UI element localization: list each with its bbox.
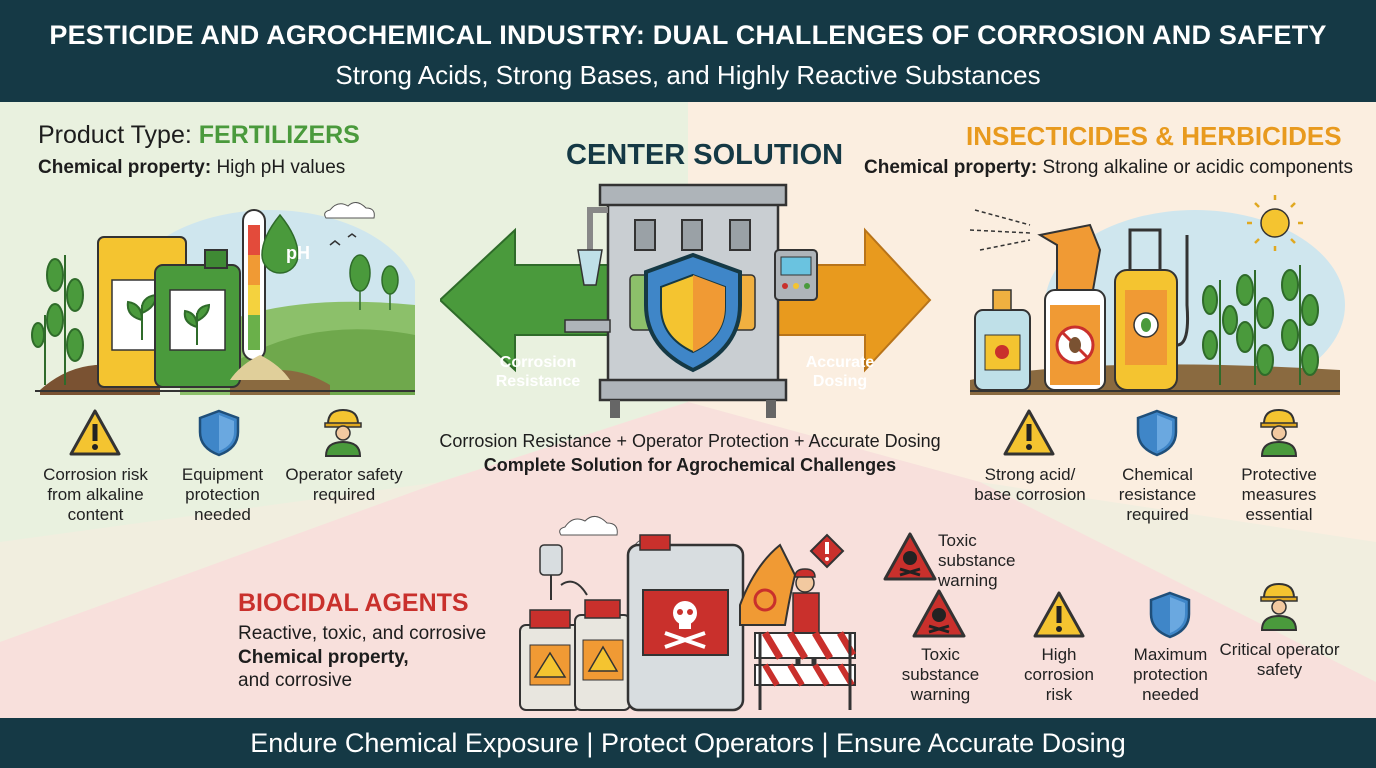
point-line: content [67, 505, 124, 524]
point-line: protection [185, 485, 260, 504]
center-summary-bold: Complete Solution for Agrochemical Chall… [483, 455, 897, 475]
point-line: protection [1133, 665, 1208, 684]
arrow-line: Accurate [805, 354, 875, 371]
fert-point-2: Equipment protection needed [155, 465, 290, 525]
toxic-icon [912, 589, 966, 638]
insect-point-3: Protective measures essential [1220, 465, 1338, 525]
point-line: substance [901, 665, 980, 684]
fertilizers-property: Chemical property: High pH values [38, 157, 345, 179]
insecticides-title: INSECTICIDES & HERBICIDES [966, 121, 1342, 151]
point-line: corrosion [1024, 665, 1094, 684]
point-line: Corrosion risk [43, 465, 148, 484]
accurate-dosing-arrow-label: Accurate Dosing [790, 353, 890, 391]
center-summary-line: Corrosion Resistance + Operator Protecti… [439, 431, 941, 451]
property-value: Strong alkaline or acidic components [1042, 157, 1353, 178]
point-line: from alkaline [47, 485, 144, 504]
page-title: PESTICIDE AND AGROCHEMICAL INDUSTRY: DUA… [49, 20, 1327, 50]
fert-point-3: Operator safety required [280, 465, 408, 505]
footer-text: Endure Chemical Exposure | Protect Opera… [250, 728, 1126, 758]
property-label: Chemical property: [38, 157, 212, 178]
insect-point-2: Chemical resistance required [1095, 465, 1220, 525]
worker-icon [324, 408, 362, 457]
product-type-label: Product Type: [38, 121, 192, 149]
warning-icon [69, 409, 121, 456]
arrow-line: Corrosion [499, 354, 577, 371]
ph-label: pH [286, 243, 310, 263]
point-line: needed [1142, 685, 1199, 704]
biocidal-line-1: Reactive, toxic, and corrosive [238, 623, 487, 644]
point-line: Strong acid/ [984, 465, 1076, 484]
footer-banner: Endure Chemical Exposure | Protect Opera… [0, 718, 1376, 768]
corrosion-resistance-arrow-label: Corrosion Resistance [478, 353, 598, 391]
bio-point-3: High corrosion risk [1010, 645, 1108, 705]
point-line: Protective [1241, 465, 1317, 484]
page-subtitle: Strong Acids, Strong Bases, and Highly R… [335, 60, 1041, 90]
toxic-icon [883, 532, 937, 581]
point-line: essential [1245, 505, 1313, 524]
worker-icon [1260, 582, 1298, 631]
warning-icon [1003, 409, 1055, 456]
point-line: Critical operator [1219, 640, 1340, 659]
point-line: Toxic [921, 645, 960, 664]
point-line: Chemical [1122, 465, 1193, 484]
point-line: warning [938, 571, 998, 590]
bio-point-2: Toxic substance warning [888, 645, 993, 705]
biocidal-title: BIOCIDAL AGENTS [238, 589, 469, 617]
biocide-illustration [519, 516, 857, 712]
warning-icon [1033, 591, 1085, 638]
fertilizers-title: FERTILIZERS [198, 121, 360, 149]
point-line: needed [194, 505, 251, 524]
point-line: High [1041, 645, 1077, 664]
bio-point-5: Critical operator safety [1212, 640, 1347, 680]
insect-point-1: Strong acid/ base corrosion [960, 465, 1100, 505]
fertilizers-heading: Product Type: FERTILIZERS [38, 121, 360, 150]
property-value: High pH values [216, 157, 346, 178]
dosing-machine-illustration [440, 183, 932, 418]
point-line: substance [938, 551, 1016, 570]
point-line: Equipment [181, 465, 264, 484]
point-line: Operator safety [285, 465, 403, 484]
worker-icon [1260, 408, 1298, 457]
insecticides-property: Chemical property: Strong alkaline or ac… [864, 157, 1353, 179]
property-label: Chemical property: [864, 157, 1038, 178]
fert-point-1: Corrosion risk from alkaline content [23, 465, 168, 525]
point-line: base corrosion [974, 485, 1086, 504]
center-title: CENTER SOLUTION [566, 139, 844, 171]
point-line: required [1126, 505, 1189, 524]
point-line: safety [1256, 660, 1303, 679]
arrow-line: Resistance [495, 373, 581, 390]
shield-icon [1136, 409, 1178, 457]
biocidal-line-3: and corrosive [238, 670, 353, 691]
point-line: required [312, 485, 376, 504]
bio-point-4: Maximum protection needed [1118, 645, 1223, 705]
fertilizer-illustration [31, 202, 415, 395]
point-line: risk [1045, 685, 1073, 704]
shield-icon [1149, 591, 1191, 639]
insecticide-illustration [969, 195, 1345, 395]
point-line: warning [910, 685, 971, 704]
arrow-line: Dosing [812, 373, 868, 390]
point-line: Maximum [1133, 645, 1208, 664]
biocidal-property-label: Chemical property, [238, 647, 409, 668]
point-line: resistance [1118, 485, 1197, 504]
header-banner: PESTICIDE AND AGROCHEMICAL INDUSTRY: DUA… [0, 0, 1376, 102]
bio-point-1: Toxic substance warning [938, 531, 1028, 591]
point-line: Toxic [938, 531, 977, 550]
point-line: measures [1241, 485, 1317, 504]
shield-icon [198, 409, 240, 457]
